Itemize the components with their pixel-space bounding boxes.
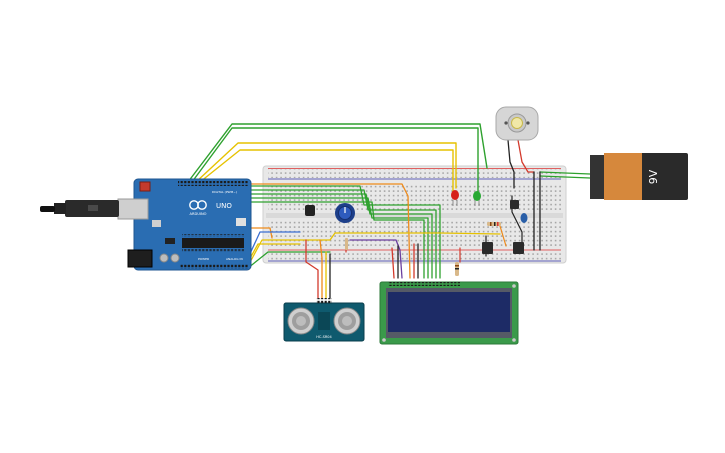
arduino-logo: ARDUINO UNO DIGITAL (PWM~) POWER ANALOG …: [189, 190, 243, 261]
potentiometer[interactable]: [335, 203, 355, 223]
usb-cable[interactable]: [40, 198, 149, 220]
power-jack[interactable]: [127, 249, 153, 268]
ultrasonic-sensor[interactable]: HC-SR04: [283, 298, 365, 342]
arduino-digital-label: DIGITAL (PWM~): [212, 190, 237, 194]
wires: [187, 123, 597, 299]
arduino-analog-label: ANALOG IN: [226, 257, 243, 261]
capacitor[interactable]: [520, 213, 528, 223]
resistor[interactable]: [487, 222, 501, 226]
reset-button[interactable]: [139, 181, 151, 192]
arduino-power-label: POWER: [198, 257, 209, 261]
battery-label: 9V: [647, 169, 660, 184]
temperature-sensor[interactable]: [305, 205, 315, 216]
arduino-logo-text: ARDUINO: [190, 212, 207, 216]
sensor-label: HC-SR04: [316, 335, 332, 339]
transistor[interactable]: [513, 242, 524, 254]
arduino-model: UNO: [216, 202, 232, 210]
arduino-uno[interactable]: ARDUINO UNO DIGITAL (PWM~) POWER ANALOG …: [133, 178, 252, 271]
battery-9v[interactable]: 9V: [590, 153, 688, 200]
wire-green-top-2: [191, 127, 479, 193]
red-led[interactable]: [451, 190, 459, 206]
wire-green-top: [187, 123, 488, 183]
transistor[interactable]: [510, 200, 519, 209]
dc-motor[interactable]: [495, 106, 539, 141]
green-led[interactable]: [473, 191, 481, 206]
transistor[interactable]: [482, 242, 493, 254]
wire-yellow-top: [195, 142, 457, 189]
wire-yellow-top-2: [199, 149, 454, 193]
atmega-chip: [182, 238, 244, 248]
resistor[interactable]: [455, 262, 459, 276]
lcd-display[interactable]: [379, 281, 519, 345]
resistor[interactable]: [345, 238, 348, 250]
lcd-screen: [388, 292, 510, 332]
